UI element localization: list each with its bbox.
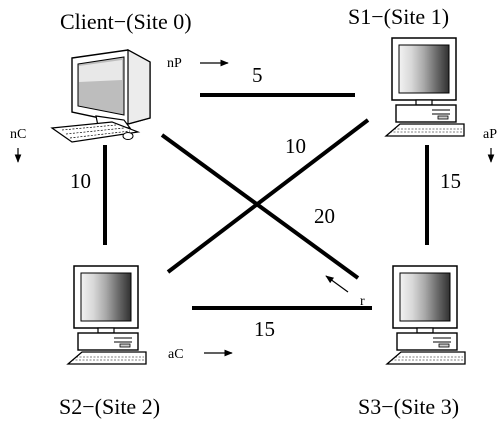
s1-site-label: S1−(Site 1) <box>348 4 449 29</box>
flow-arrow-r <box>325 275 349 293</box>
s3-site-label: S3−(Site 3) <box>358 394 459 419</box>
weight-s2-s3: 15 <box>254 317 275 341</box>
weight-s1-s2: 10 <box>285 134 306 158</box>
weight-client-s3: 20 <box>314 204 335 228</box>
flow-label-ap: aP <box>483 127 497 142</box>
client-computer-icon <box>50 48 151 143</box>
weight-client-s2: 10 <box>70 169 91 193</box>
weight-client-s1: 5 <box>252 63 263 87</box>
s2-computer-icon <box>67 265 147 365</box>
s2-site-label: S2−(Site 2) <box>59 394 160 419</box>
flow-label-np: nP <box>167 56 182 71</box>
flow-label-nc: nC <box>10 127 26 142</box>
edge-s1-s2 <box>166 118 370 274</box>
edge-client-s3 <box>160 133 360 280</box>
s1-computer-icon <box>385 37 465 137</box>
flow-label-r: r <box>360 294 365 309</box>
client-site-label: Client−(Site 0) <box>60 9 192 34</box>
weight-s1-s3: 15 <box>440 169 461 193</box>
s3-computer-icon <box>386 265 466 365</box>
flow-label-ac: aC <box>168 347 184 362</box>
